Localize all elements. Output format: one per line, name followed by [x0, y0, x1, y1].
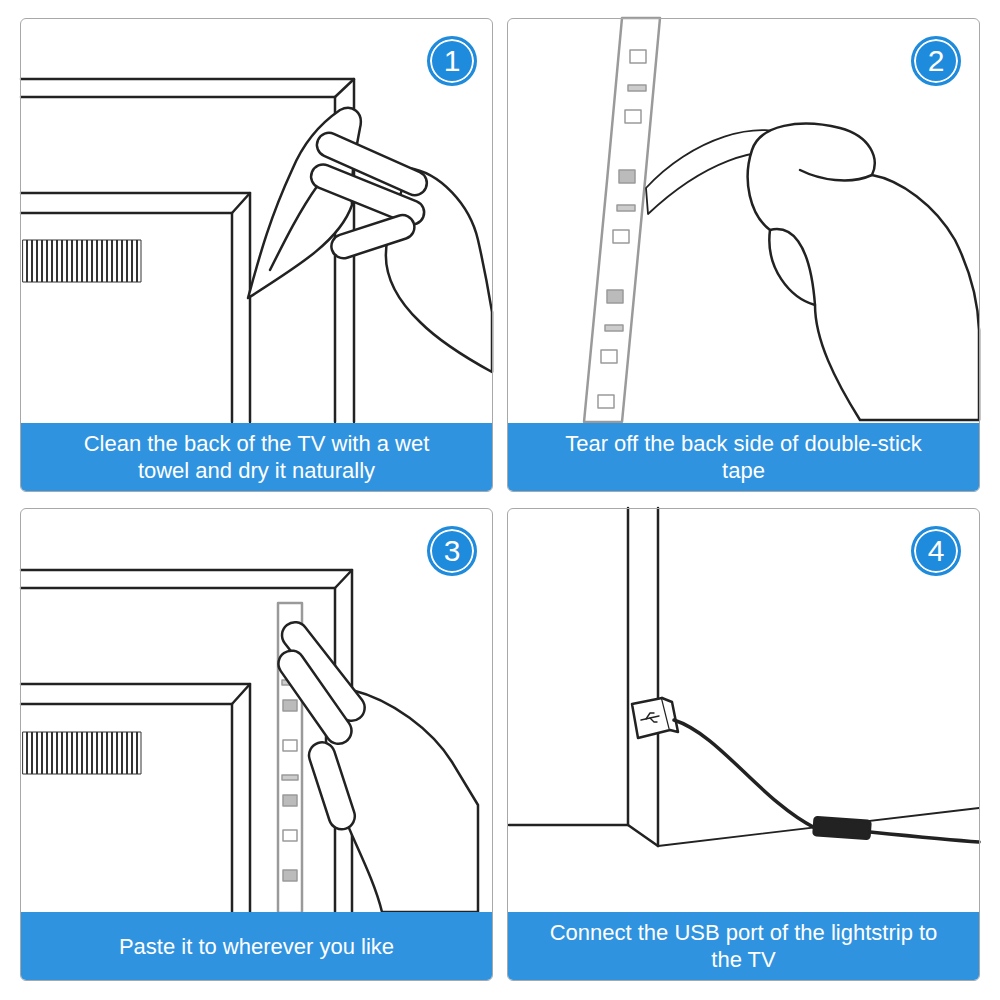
step-number-badge: 4: [911, 526, 961, 576]
tv-edge: [657, 508, 660, 846]
tv-bottom: [509, 825, 658, 846]
usb-cable: [674, 720, 815, 828]
solder-pads: [605, 325, 623, 331]
tv-back: [21, 684, 250, 912]
tv-back: [21, 704, 232, 912]
step-caption: Connect the USB port of the lightstrip t…: [542, 919, 945, 973]
led-chip: [601, 350, 617, 363]
usb-cable: [870, 832, 979, 842]
led-chips: [598, 50, 646, 408]
step-panel: Clean the back of the TV with a wet towe…: [20, 18, 493, 492]
step-panel: Paste it to wherever you like 3: [20, 508, 493, 981]
led-chips: [282, 680, 298, 881]
hand: [748, 124, 979, 420]
step-number: 1: [444, 46, 461, 76]
tv-edge: [627, 508, 630, 825]
vent-grille: [23, 732, 141, 774]
led-chip: [283, 795, 297, 806]
step-number-badge: 2: [911, 36, 961, 86]
finger-crease: [770, 229, 815, 305]
tv-bevel: [335, 570, 352, 588]
usb-symbol: [641, 713, 659, 722]
step-number: 2: [928, 46, 945, 76]
step-number: 3: [444, 536, 461, 566]
led-chip: [607, 290, 623, 303]
thumb-crease: [800, 170, 872, 180]
caption-band: Tear off the back side of double-stick t…: [508, 423, 979, 491]
step-caption: Paste it to wherever you like: [119, 933, 394, 960]
caption-band: Connect the USB port of the lightstrip t…: [508, 912, 979, 980]
step-number-badge: 1: [427, 36, 477, 86]
led-chip: [598, 395, 614, 408]
vent-grille: [23, 240, 141, 282]
solder-pads: [617, 205, 635, 211]
led-chip: [613, 230, 629, 243]
step-caption: Clean the back of the TV with a wet towe…: [55, 430, 458, 484]
led-chip: [283, 870, 297, 881]
thumb: [306, 739, 359, 833]
step-panel: Tear off the back side of double-stick t…: [507, 18, 980, 492]
led-chip: [283, 740, 297, 751]
led-strip: [584, 18, 660, 422]
tv-frame: [21, 570, 352, 912]
tv-bevel: [232, 684, 250, 704]
panel3-art: [21, 570, 478, 913]
led-chip: [630, 50, 646, 63]
step-panel: Connect the USB port of the lightstrip t…: [507, 508, 980, 981]
cloth-fold: [270, 185, 318, 270]
tv-back: [21, 193, 250, 422]
wall-line: [658, 808, 979, 846]
caption-band: Clean the back of the TV with a wet towe…: [21, 423, 492, 491]
usb-plug-side: [662, 698, 678, 732]
controller-box: [813, 817, 870, 839]
solder-pads: [282, 775, 298, 780]
led-chip: [283, 700, 297, 711]
led-chip: [283, 830, 297, 841]
led-chip: [619, 170, 635, 183]
step-number: 4: [928, 536, 945, 566]
caption-band: Paste it to wherever you like: [21, 912, 492, 980]
cloth: [248, 108, 361, 298]
tv-back: [21, 213, 232, 422]
panel1-art: [21, 79, 492, 422]
step-caption: Tear off the back side of double-stick t…: [542, 430, 945, 484]
finger: [273, 646, 356, 749]
solder-pads: [628, 85, 646, 91]
tv-bevel: [232, 193, 250, 213]
thumb: [328, 212, 417, 261]
panel2-art: [584, 18, 979, 422]
usb-symbol-line: [650, 718, 657, 722]
tv-bevel: [335, 79, 354, 97]
led-chip: [625, 110, 641, 123]
panel4-art: [509, 508, 979, 846]
step-number-badge: 3: [427, 526, 477, 576]
